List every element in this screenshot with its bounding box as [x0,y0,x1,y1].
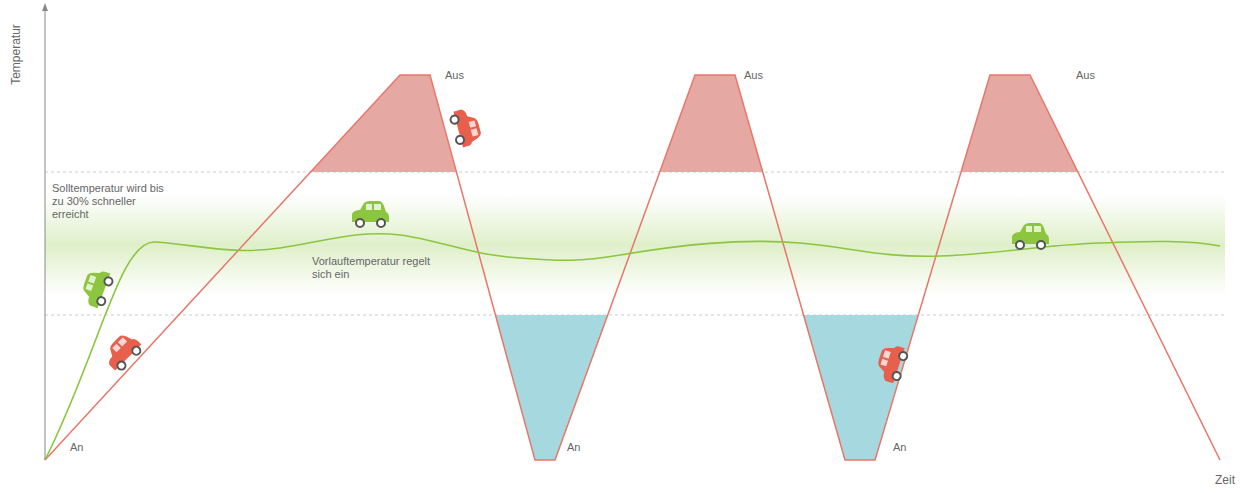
state-label: An [70,441,83,454]
y-axis [45,8,46,460]
state-label: An [567,441,580,454]
axis-title: Temperatur [10,24,23,85]
lower-limit [45,315,1225,316]
note-text: Vorlauftemperatur regelt sich ein [312,255,437,281]
target-band [45,195,1225,295]
overshoot-areas [311,75,1078,172]
note-text: Solltemperatur wird bis zu 30% schneller… [52,182,167,221]
y-axis-arrow [42,3,48,11]
modulating-curve [45,234,1220,460]
state-label: Aus [1076,69,1095,82]
onoff-curve [45,75,1220,460]
state-label: An [893,441,906,454]
state-label: Aus [744,69,763,82]
state-label: Aus [445,69,464,82]
red-cars [100,106,909,385]
green-cars [78,201,1049,310]
axis-title: Zeit [1215,474,1235,487]
undershoot-areas [495,315,918,460]
